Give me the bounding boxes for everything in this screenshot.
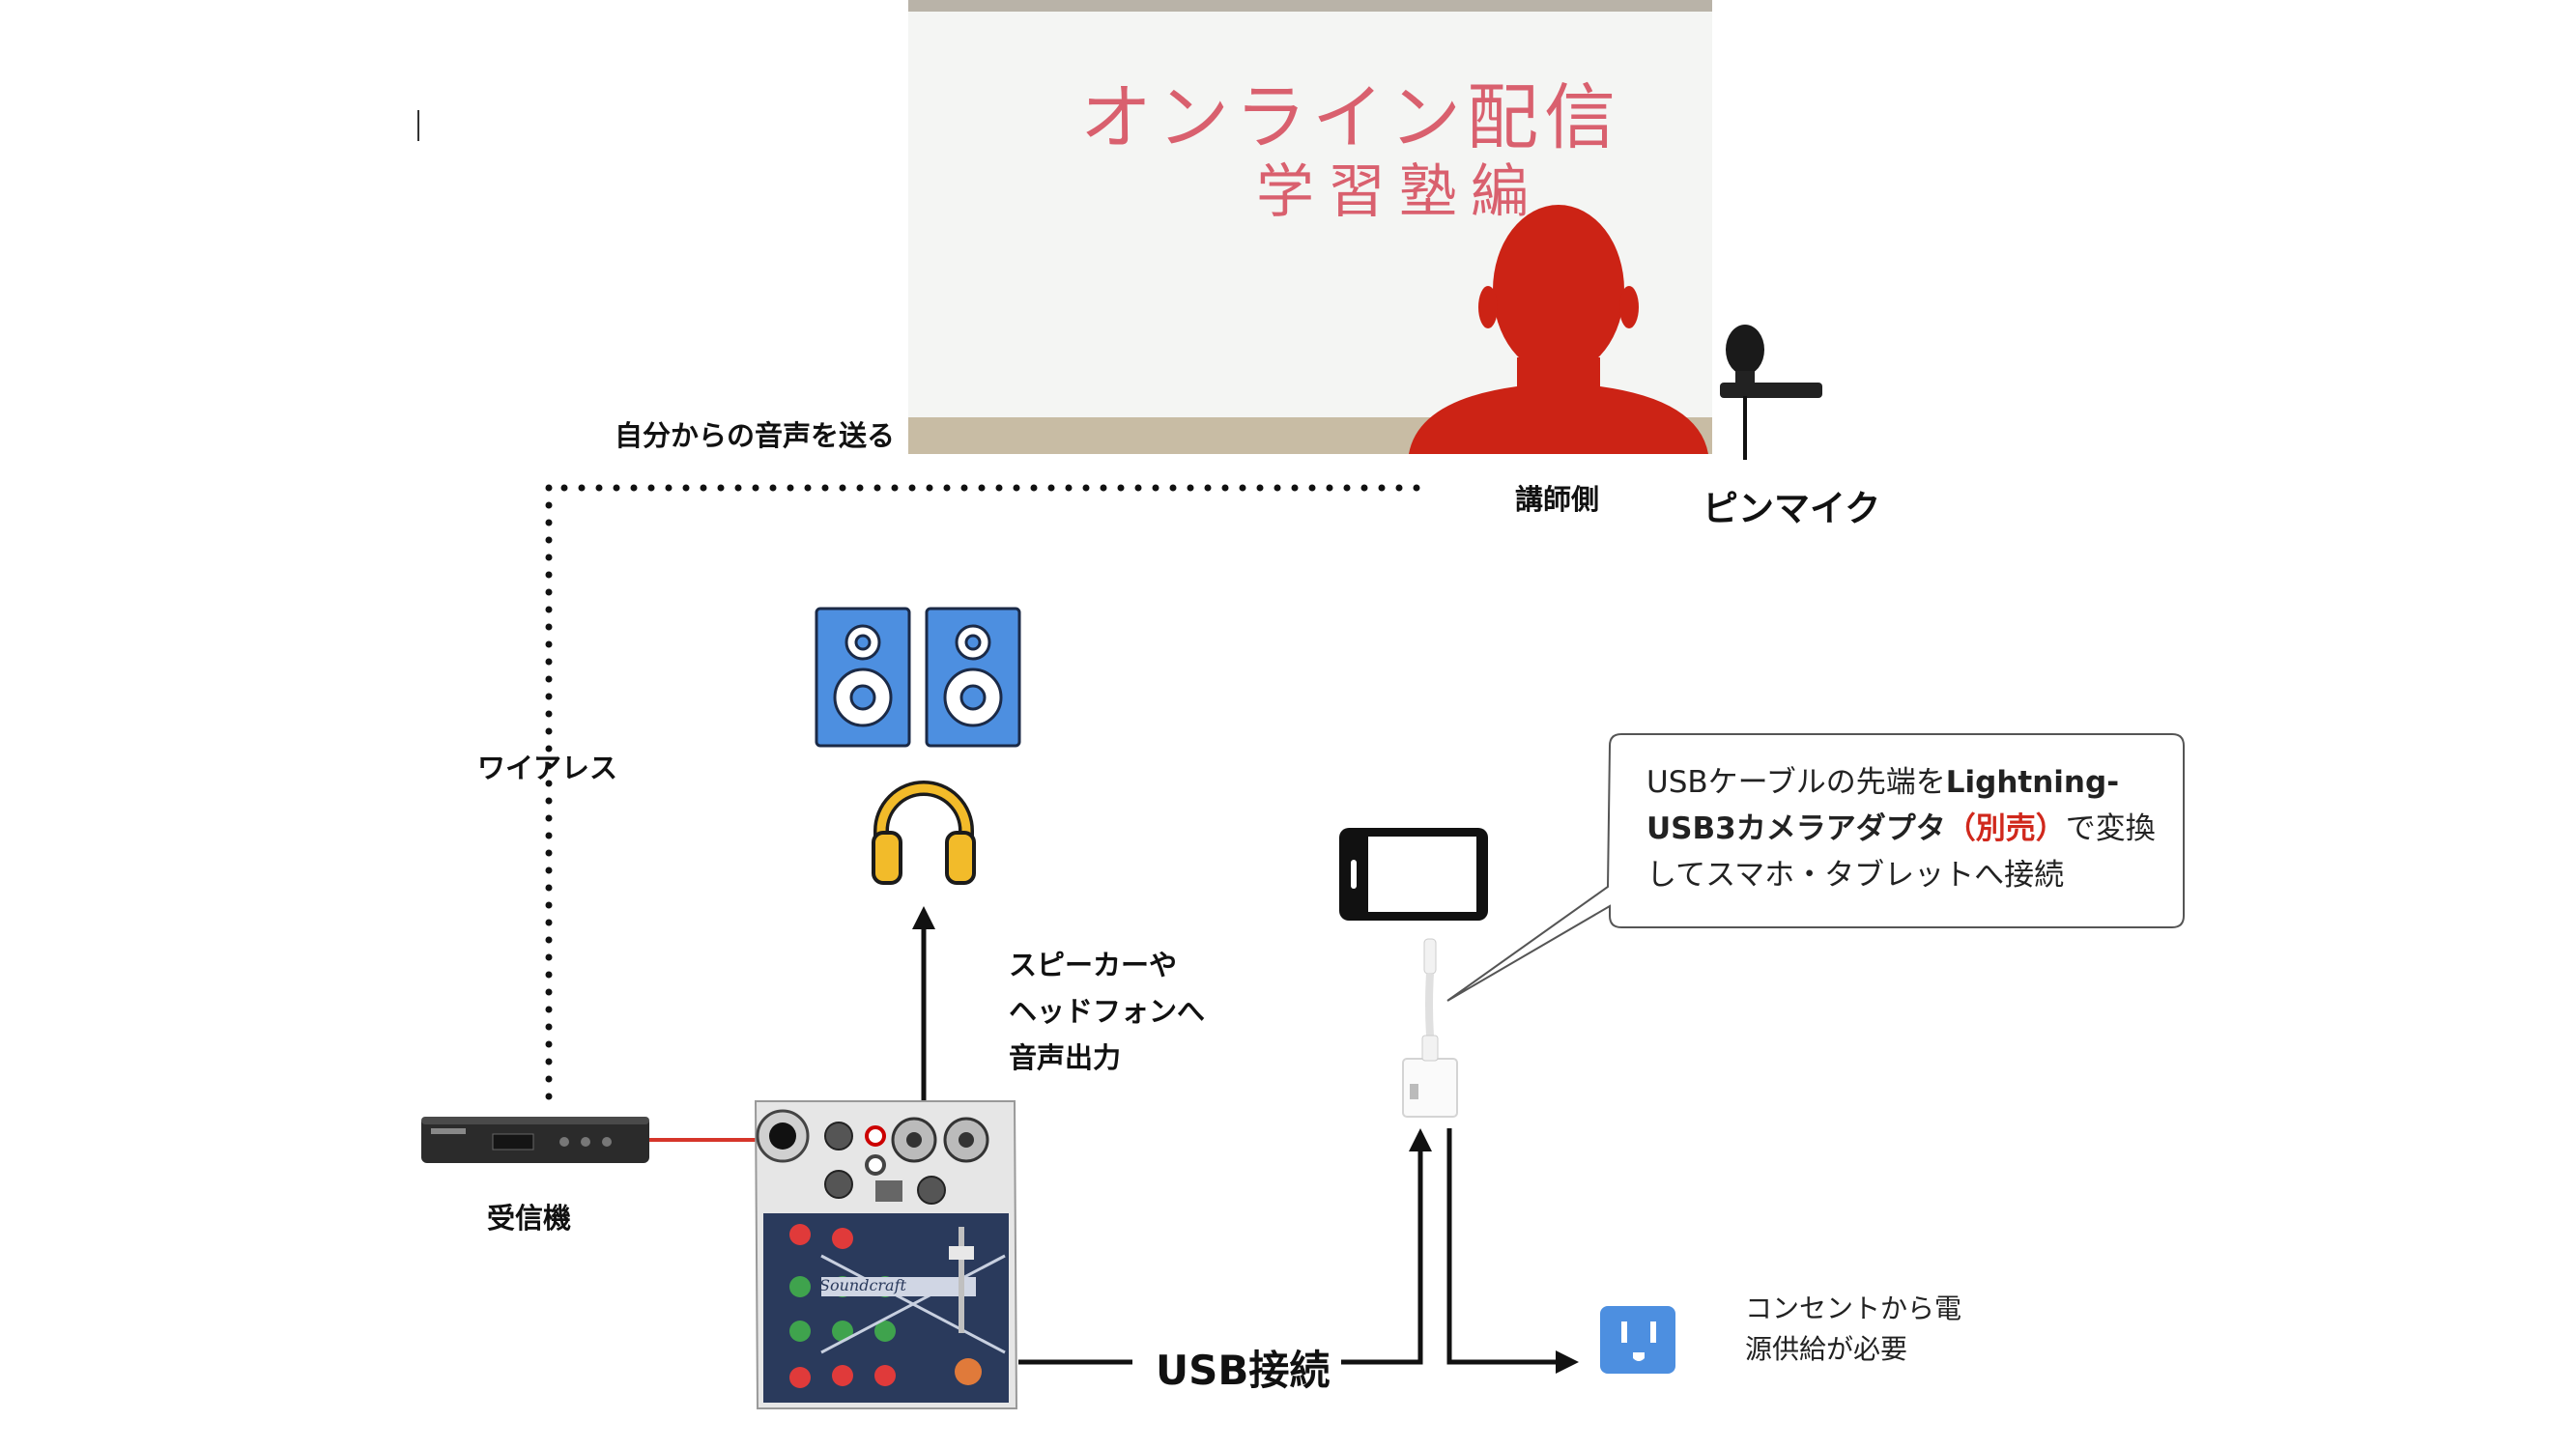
send-audio-label: 自分からの音声を送る xyxy=(615,419,896,452)
wireless-dotted-line xyxy=(545,484,1420,1115)
callout-part1-bold: Lightning- xyxy=(1945,765,2120,800)
speaker-icon-left xyxy=(815,607,911,748)
callout-text: USBケーブルの先端をLightning- USB3カメラアダプタ（別売）で変換… xyxy=(1646,759,2168,898)
outlet-icon xyxy=(1600,1306,1675,1374)
headphones-icon xyxy=(872,781,976,885)
output-arrowhead xyxy=(912,906,935,929)
usb-arrowhead-up xyxy=(1409,1128,1432,1151)
wireless-label: ワイアレス xyxy=(477,752,618,784)
power-line xyxy=(1446,1128,1560,1365)
mixer-brand: Soundcraft xyxy=(819,1276,907,1294)
power-arrowhead xyxy=(1556,1350,1579,1374)
outlet-note-line-2: 源供給が必要 xyxy=(1745,1333,1908,1365)
callout-line-1: USBケーブルの先端をLightning- xyxy=(1646,759,2168,806)
callout-part2-bold: USB3カメラアダプタ xyxy=(1646,811,1946,846)
callout-part3: してスマホ・タブレットへ接続 xyxy=(1646,858,2065,893)
receiver-device xyxy=(421,1117,649,1163)
callout-part2-red: （別売） xyxy=(1945,811,2066,846)
speaker-output-label-3: 音声出力 xyxy=(1009,1041,1122,1074)
receiver-label: 受信機 xyxy=(487,1202,572,1235)
whiteboard-top-frame xyxy=(908,0,1712,12)
mixer-device xyxy=(754,1100,1018,1409)
callout-part1: USBケーブルの先端を xyxy=(1646,765,1946,800)
speaker-output-label-2: ヘッドフォンへ xyxy=(1009,995,1206,1028)
speaker-icon-right xyxy=(925,607,1021,748)
pin-mic-icon xyxy=(1720,325,1822,460)
whiteboard-subtitle: 学習塾編 xyxy=(1256,158,1542,226)
whiteboard-title: オンライン配信 xyxy=(1080,76,1621,159)
instructor-label: 講師側 xyxy=(1515,483,1600,516)
lightning-adapter xyxy=(1402,938,1458,1118)
callout-part2: で変換 xyxy=(2065,811,2156,846)
pin-mic-label: ピンマイク xyxy=(1703,488,1881,529)
speaker-output-label-1: スピーカーや xyxy=(1009,949,1178,981)
outlet-note-line-1: コンセントから電 xyxy=(1745,1293,1962,1324)
usb-connection-label: USB接続 xyxy=(1156,1347,1331,1394)
callout-bubble xyxy=(1446,733,2185,1002)
outlet-note: コンセントから電 源供給が必要 xyxy=(1745,1289,1961,1370)
text-cursor xyxy=(417,110,419,141)
smartphone-icon xyxy=(1339,828,1488,921)
usb-line-right xyxy=(1341,1148,1423,1365)
instructor-silhouette xyxy=(1409,205,1708,454)
callout-line-2: USB3カメラアダプタ（別売）で変換 xyxy=(1646,806,2168,852)
callout-line-3: してスマホ・タブレットへ接続 xyxy=(1646,852,2168,898)
